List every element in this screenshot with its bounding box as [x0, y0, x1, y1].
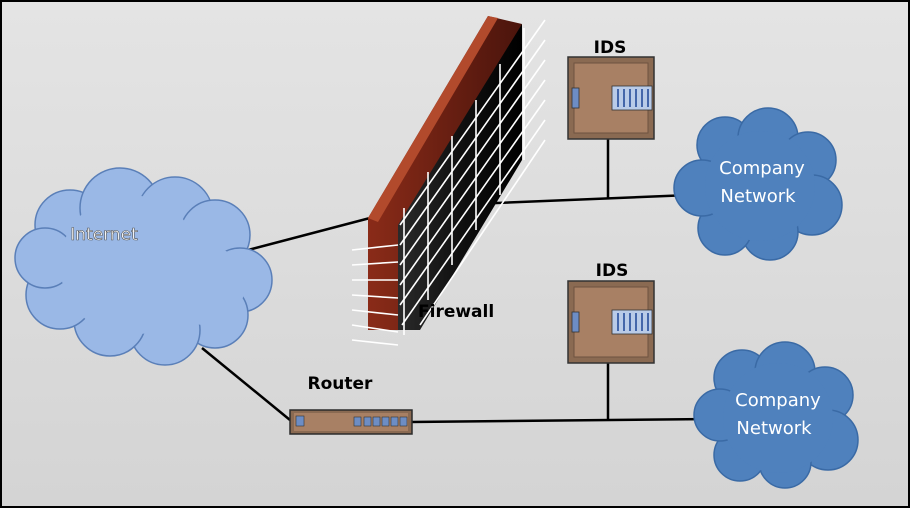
internet-label: Internet: [70, 225, 138, 245]
ids-top-label: IDS: [594, 38, 627, 58]
firewall-label: Firewall: [418, 302, 494, 322]
ids-bottom-device: [567, 280, 655, 364]
firewall: [351, 16, 546, 346]
firewall-face: [398, 24, 522, 330]
company-network-top-label-line1: Company: [719, 158, 805, 179]
company-network-bottom-label-line2: Network: [736, 418, 812, 439]
internet-cloud: [14, 167, 273, 366]
company-network-top-cloud: [673, 107, 843, 261]
company-network-bottom-cloud: [693, 341, 859, 489]
firewall-wire-grid: [351, 19, 546, 346]
link-internet-router: [201, 347, 291, 421]
ids-bottom-label: IDS: [596, 261, 629, 281]
link-internet-firewall: [247, 216, 371, 252]
link-router-company-bottom: [409, 417, 713, 424]
router-device: [289, 409, 413, 435]
company-network-top-label-line2: Network: [720, 186, 796, 207]
router-label: Router: [308, 374, 374, 394]
company-network-bottom-label-line1: Company: [735, 390, 821, 411]
ids-top-device: [567, 56, 655, 140]
firewall-top-edge: [368, 16, 498, 222]
